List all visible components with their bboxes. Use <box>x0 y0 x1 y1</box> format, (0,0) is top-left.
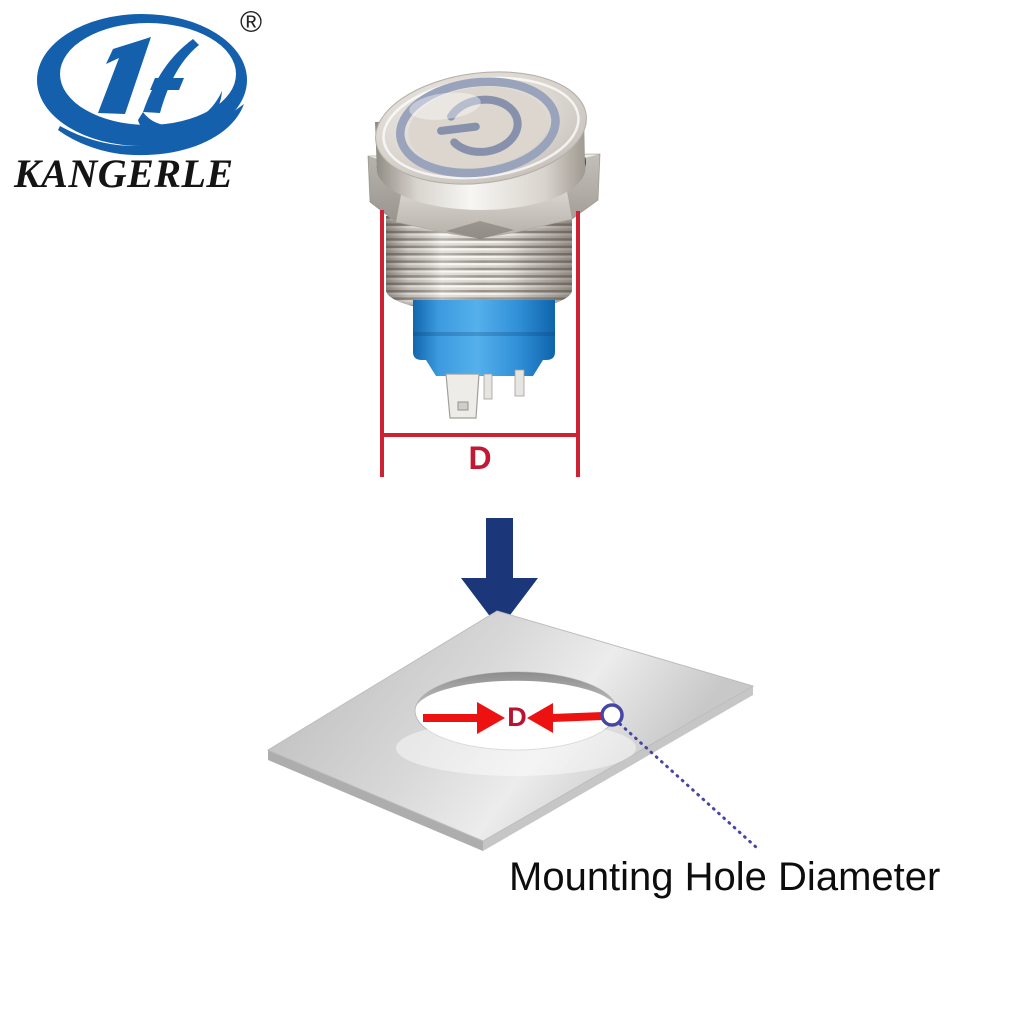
logo-k-diagonal <box>143 39 199 113</box>
button-head-face <box>375 71 587 185</box>
terminal-pin-right <box>514 369 525 397</box>
button-threads-shading <box>386 216 572 313</box>
dimension-bracket <box>380 210 580 477</box>
hole-arrow-left-head <box>477 702 505 734</box>
dimension-label-top: D <box>468 440 492 476</box>
dimension-label-hole: D <box>507 702 527 732</box>
plate-highlight <box>396 720 636 776</box>
power-icon-bar <box>437 122 480 135</box>
mounting-plate <box>266 610 755 851</box>
logo-k-stroke-one <box>98 37 151 114</box>
illuminated-ring-icon <box>396 77 560 178</box>
brand-name: KANGERLE <box>14 151 234 196</box>
terminal-pin-middle <box>483 373 493 400</box>
down-arrow-icon <box>461 518 538 629</box>
caption-mounting-hole-diameter: Mounting Hole Diameter <box>509 855 941 899</box>
plate-thickness-left <box>268 750 483 851</box>
hole-dimension-arrows <box>423 702 759 850</box>
terminal-pin-slot <box>457 401 469 411</box>
hole-arrow-right-head <box>527 703 553 733</box>
logo-k-tail <box>138 91 222 139</box>
terminal-pin-large <box>445 373 480 419</box>
leader-line <box>618 722 759 850</box>
button-base-ridge <box>413 332 555 336</box>
hole-edge-marker-icon <box>600 703 624 727</box>
plate-thickness-right <box>483 686 753 851</box>
button-base-chamfer <box>426 360 543 376</box>
power-icon <box>447 95 522 156</box>
logo-swoosh-icon <box>58 104 244 156</box>
kangerle-logo <box>37 14 247 156</box>
logo-k-dash <box>150 78 184 90</box>
registered-mark: ® <box>240 6 263 39</box>
button-base <box>413 300 555 360</box>
flange-v-notch <box>446 221 514 239</box>
mounting-hole-rim <box>415 672 617 711</box>
push-button-photo <box>367 71 601 419</box>
hole-arrow-right-shaft <box>551 712 604 722</box>
